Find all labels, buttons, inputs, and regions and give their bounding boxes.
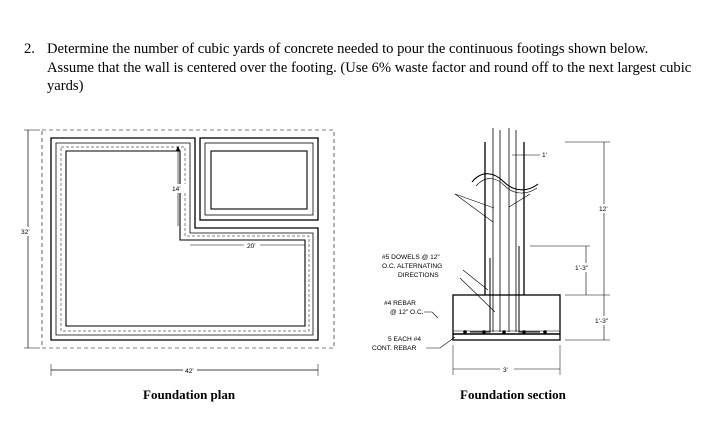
wall-l-centerline [60, 146, 310, 332]
question-line-2: Assume that the wall is centered over th… [47, 59, 692, 76]
plan-dim-height: 32' [21, 229, 30, 236]
section-dim-wall-height: 12' [599, 206, 608, 213]
note-cont-line2: CONT. REBAR [372, 345, 417, 352]
foundation-plan [24, 129, 335, 376]
break-line [471, 173, 539, 191]
note-rebar-line2: @ 12" O.C. [390, 309, 424, 316]
dowel-left [470, 258, 491, 333]
wall-room-mid [204, 142, 314, 216]
question-line-3: yards) [47, 78, 84, 94]
wall-room-inner [210, 150, 308, 210]
wall-l-outer [50, 137, 319, 341]
note-dowels-line1: #5 DOWELS @ 12" [382, 254, 440, 261]
foundation-section [424, 128, 610, 375]
section-dim-top: 1' [542, 152, 547, 159]
plan-dim-inner-vertical: 14' [172, 186, 181, 193]
plan-dimension-labels: 32' 42' 14' 20' [18, 184, 260, 375]
section-dim-footing-width: 3' [503, 367, 508, 374]
section-caption: Foundation section [460, 387, 566, 402]
plan-dim-inner-horizontal: 20' [247, 243, 256, 250]
section-dim-dowel: 1'-3" [575, 265, 589, 272]
wall-room-outer [199, 137, 319, 221]
note-dowels-line2: O.C. ALTERNATING [382, 263, 442, 270]
plan-caption: Foundation plan [143, 387, 236, 402]
section-labels: 1' 12' 1'-3" 1'-3" 3' #5 DOWELS @ 12" O.… [372, 152, 616, 374]
dowel-right [518, 246, 540, 333]
plan-dim-width: 42' [185, 368, 194, 375]
wall-l-inner [65, 150, 306, 327]
section-dim-footing-depth: 1'-3" [595, 318, 609, 325]
question-text: Determine the number of cubic yards of c… [47, 40, 707, 96]
note-dowels-line3: DIRECTIONS [398, 272, 439, 279]
footing [452, 294, 561, 341]
plan-outer-dashed [41, 129, 335, 349]
note-cont-line1: 5 EACH #4 [388, 336, 421, 343]
question-line-1: Determine the number of cubic yards of c… [47, 41, 649, 57]
note-rebar-line1: #4 REBAR [384, 300, 416, 307]
wall-l-inner-line [55, 142, 314, 336]
question-number: 2. [24, 41, 35, 57]
